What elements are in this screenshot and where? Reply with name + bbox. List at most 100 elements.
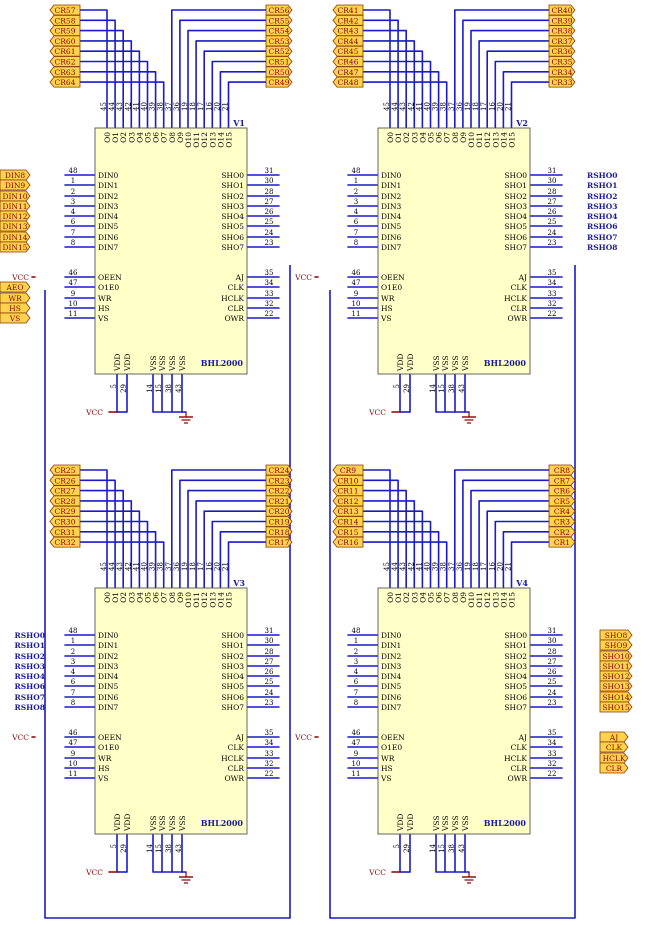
- pin-label-top: O8: [451, 132, 460, 143]
- pin-number-bottom: 43: [175, 844, 183, 853]
- pin-number-left: 10: [69, 760, 78, 768]
- pin-number-top: 40: [141, 102, 149, 111]
- pin-number-bottom: 15: [155, 384, 163, 393]
- din-input-label: DIN8: [0, 169, 31, 181]
- chip-layer: V1BHL2000O045O144O243O342O441O540O639O73…: [69, 102, 557, 853]
- pin-number-right: 27: [548, 658, 557, 666]
- net-label-text: CR13: [338, 507, 359, 516]
- pin-label-left: DIN3: [381, 662, 402, 671]
- pin-label-bottom: VSS: [168, 815, 177, 832]
- pin-number-right: 23: [548, 239, 557, 247]
- pin-number-left: 46: [352, 729, 361, 737]
- pin-number-right: 32: [548, 300, 557, 308]
- pin-number-top: 37: [448, 562, 456, 571]
- pin-label-top: O10: [184, 592, 193, 608]
- net-label-text: CR61: [55, 47, 76, 56]
- pin-label-right: HCLK: [221, 294, 244, 303]
- cr-label-left: CR10: [332, 474, 364, 486]
- net-label-text: CR48: [338, 78, 359, 87]
- bus-wire-left: [80, 510, 141, 568]
- pin-number-right: 26: [265, 668, 274, 676]
- pin-label-bottom: VDD: [406, 814, 415, 832]
- pin-label-right: HCLK: [504, 754, 527, 763]
- pin-label-left: O1E0: [381, 743, 402, 752]
- cr-label-left: CR59: [49, 25, 81, 36]
- pin-number-left: 11: [69, 310, 78, 318]
- cr-label-right: CR21: [265, 495, 293, 507]
- cr-label-right: CR8: [548, 464, 576, 476]
- cr-label-right: CR39: [548, 14, 576, 26]
- net-label-text: CR64: [55, 78, 76, 87]
- pin-label-left: DIN4: [381, 212, 402, 221]
- ctrl-input-label: AEO: [0, 281, 31, 293]
- cr-label-left: CR30: [49, 516, 81, 527]
- net-label-text: SHO9: [605, 641, 628, 650]
- pin-number-bottom: 14: [146, 843, 154, 852]
- net-label-text: CR57: [55, 6, 76, 15]
- net-label-text: SHO12: [602, 672, 630, 681]
- pin-number-top: 21: [505, 562, 513, 571]
- pin-number-left: 9: [71, 290, 75, 298]
- bus-wire-left: [80, 469, 108, 568]
- pin-label-right: SHO1: [504, 641, 527, 650]
- net-label-text: HCLK: [603, 754, 626, 763]
- cr-label-left: CR47: [332, 66, 364, 78]
- pin-number-right: 25: [548, 218, 557, 226]
- net-label-box: [265, 495, 293, 507]
- bus-wire-right: [486, 50, 549, 108]
- pin-label-right: OWR: [507, 314, 527, 323]
- pin-number-left: 4: [354, 208, 359, 216]
- pin-label-right: SHO2: [221, 652, 244, 661]
- ctrl-input-label: VS: [0, 312, 31, 324]
- ctrl-output-label: CLK: [599, 741, 629, 753]
- pin-label-top: O1: [394, 592, 403, 603]
- pin-label-top: O2: [119, 132, 128, 143]
- pin-number-right: 23: [265, 239, 274, 247]
- cr-label-right: CR33: [548, 76, 576, 88]
- chip-body: [94, 587, 248, 835]
- pin-number-left: 10: [69, 300, 78, 308]
- cr-label-left: CR9: [332, 464, 364, 476]
- net-label-text: CR4: [554, 507, 570, 516]
- pin-number-right: 35: [265, 269, 274, 277]
- net-label-text: CR34: [552, 68, 573, 77]
- cr-label-right: CR23: [265, 474, 293, 486]
- net-label-box: [599, 731, 629, 743]
- pin-label-right: SHO2: [504, 192, 527, 201]
- pin-number-left: 7: [71, 229, 75, 237]
- pin-label-right: SHO3: [221, 202, 244, 211]
- pin-number-right: 35: [548, 729, 557, 737]
- cr-label-left: CR63: [49, 66, 81, 78]
- cr-label-right: CR56: [265, 4, 293, 16]
- net-label-text: CR18: [269, 528, 290, 537]
- pin-label-top: O11: [192, 132, 201, 148]
- net-label-text: CR27: [55, 487, 76, 496]
- bus-wire-left: [363, 510, 424, 568]
- pin-number-bottom: 15: [155, 844, 163, 853]
- net-label-box: [548, 516, 576, 527]
- net-label-box: [265, 25, 293, 36]
- pin-label-bottom: VSS: [441, 355, 450, 372]
- bus-wire-right: [462, 19, 549, 108]
- cr-label-right: CR36: [548, 45, 576, 57]
- net-label-text: DIN13: [2, 222, 27, 231]
- bus-wire-right: [462, 479, 549, 568]
- sho-output-label: SHO12: [599, 670, 633, 682]
- pin-label-top: O9: [459, 592, 468, 603]
- din-input-label: DIN13: [0, 220, 31, 232]
- net-label-box: [265, 76, 293, 88]
- cr-label-right: CR20: [265, 505, 293, 517]
- pin-number-left: 47: [352, 279, 361, 287]
- bus-wire-left: [363, 60, 432, 108]
- pin-number-right: 26: [548, 208, 557, 216]
- pin-number-right: 33: [548, 290, 557, 298]
- bus-wire-left: [80, 19, 116, 108]
- pin-number-left: 46: [69, 729, 78, 737]
- pin-label-right: CLK: [511, 743, 528, 752]
- pin-label-right: SHO2: [221, 192, 244, 201]
- pin-label-bottom: VSS: [461, 815, 470, 832]
- cr-label-left: CR32: [49, 536, 81, 548]
- vcc-label: VCC: [85, 868, 103, 877]
- pin-label-top: O3: [410, 592, 419, 603]
- bus-wire-right: [470, 29, 549, 108]
